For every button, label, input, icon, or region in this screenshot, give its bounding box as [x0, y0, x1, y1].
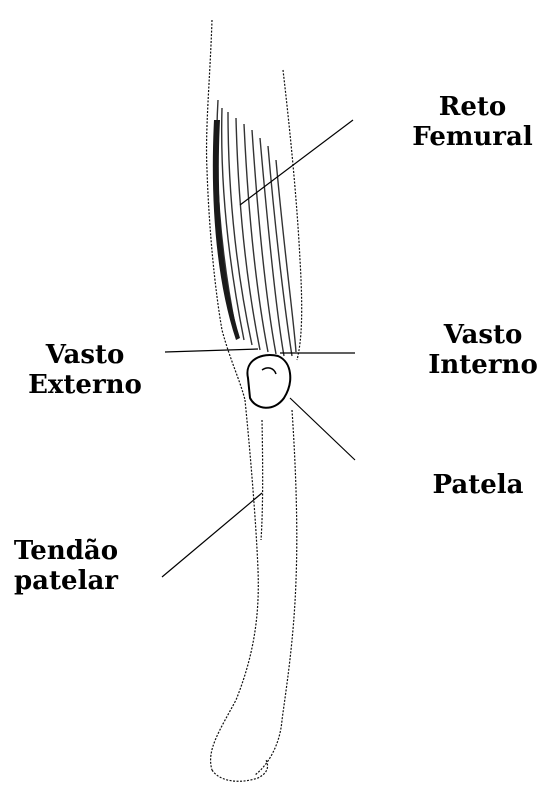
label-tendao-patelar-line1: Tendão	[6, 536, 126, 566]
label-vasto-interno-line1: Vasto	[428, 320, 538, 350]
leader-tendao-patelar	[162, 493, 262, 577]
label-vasto-interno-line2: Interno	[428, 350, 538, 380]
tendon-line	[261, 420, 263, 540]
label-reto-femural: Reto Femural	[410, 92, 535, 152]
label-patela: Patela	[428, 470, 528, 500]
leader-patela	[290, 398, 355, 460]
quadriceps-muscle	[217, 100, 296, 356]
shin-outline-left	[211, 400, 259, 770]
patella-shape	[247, 355, 290, 408]
label-vasto-externo-line1: Vasto	[20, 340, 150, 370]
label-vasto-externo: Vasto Externo	[20, 340, 150, 400]
leader-reto-femural	[240, 120, 353, 205]
label-tendao-patelar-line2: patelar	[6, 566, 126, 596]
label-tendao-patelar: Tendão patelar	[6, 536, 126, 596]
label-reto-femural-line2: Femural	[410, 122, 535, 152]
shin-outline-right	[255, 410, 297, 775]
label-vasto-interno: Vasto Interno	[428, 320, 538, 380]
label-patela-line1: Patela	[428, 470, 528, 500]
leader-vasto-externo	[165, 349, 258, 352]
label-reto-femural-line1: Reto	[410, 92, 535, 122]
label-vasto-externo-line2: Externo	[20, 370, 150, 400]
leader-lines	[162, 120, 355, 577]
